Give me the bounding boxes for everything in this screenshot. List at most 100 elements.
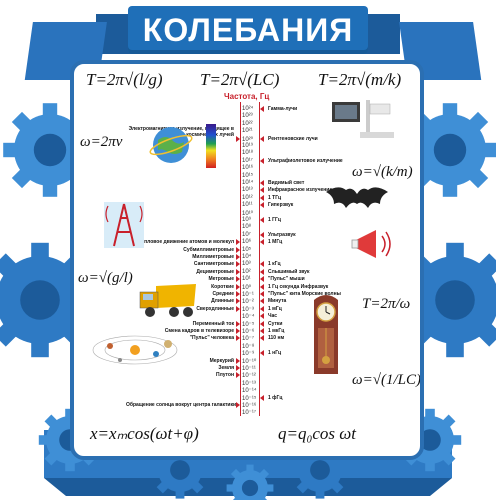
- right-label: Слышимый звук: [268, 268, 310, 275]
- radio-tower-icon: [104, 202, 144, 248]
- marker-arrow: [236, 335, 240, 342]
- marker-arrow: [236, 268, 240, 275]
- right-label: 1 ГГц: [268, 217, 281, 223]
- right-label: Сутки: [268, 320, 283, 327]
- marker-arrow: [260, 180, 264, 186]
- power-label: 10⁻⁹: [242, 351, 255, 358]
- power-label: 10⁹: [242, 217, 252, 223]
- marker-arrow: [236, 254, 240, 260]
- content-board: T=2π√(l/g) T=2π√(LC) T=2π√(m/k) Частота,…: [70, 60, 424, 460]
- power-label: 10¹⁸: [242, 150, 254, 157]
- right-label: Гамма-лучи: [268, 106, 298, 112]
- power-label: 10¹³: [242, 187, 253, 194]
- megaphone-icon: [351, 230, 391, 258]
- marker-arrow: [236, 291, 240, 297]
- power-label: 10⁻⁸: [242, 343, 255, 350]
- marker-arrow: [260, 106, 264, 112]
- gear-icon: [151, 441, 209, 499]
- marker-arrow: [260, 187, 264, 194]
- power-label: 10⁻²: [242, 299, 254, 306]
- marker-arrow: [236, 298, 240, 305]
- marker-arrow: [260, 313, 264, 320]
- right-label: 1 кГц: [268, 261, 281, 268]
- gear-icon: [291, 441, 349, 499]
- marker-arrow: [236, 357, 240, 364]
- page-title: КОЛЕБАНИЯ: [142, 11, 354, 48]
- power-label: 10⁻³: [242, 306, 254, 313]
- gear-icon: [226, 464, 274, 500]
- right-label: 110 нм: [268, 335, 285, 342]
- left-label: Сантиметровые: [193, 261, 234, 268]
- left-label: "Пульс" человека: [189, 335, 234, 342]
- right-label: Час: [268, 313, 278, 320]
- marker-arrow: [236, 261, 240, 268]
- marker-arrow: [260, 217, 264, 223]
- power-label: 10⁻⁴: [242, 314, 255, 321]
- marker-arrow: [260, 239, 264, 246]
- right-label: 1 МГц: [268, 239, 283, 246]
- marker-arrow: [236, 328, 240, 334]
- scale-header: Частота, Гц: [224, 92, 270, 101]
- left-label: Тепловое движение атомов и молекул: [138, 239, 234, 246]
- power-label: 10²²: [242, 120, 253, 127]
- right-label: Гиперзвук: [268, 202, 294, 209]
- left-label: Длинные: [211, 298, 234, 305]
- globe-icon: [149, 127, 193, 163]
- formula-lc-period: T=2π√(LC): [200, 70, 280, 89]
- marker-arrow: [236, 135, 240, 142]
- left-label: Миллиметровые: [192, 254, 234, 260]
- power-label: 10⁻¹: [242, 292, 254, 298]
- power-label: 10¹⁷: [242, 157, 253, 164]
- power-label: 10²³: [242, 113, 253, 120]
- power-label: 10⁻¹¹: [242, 366, 256, 372]
- formula-charge: q=q₀cos ωt: [278, 424, 357, 443]
- left-label: Дециметровые: [196, 268, 234, 275]
- power-label: 10⁷: [242, 231, 251, 238]
- pendulum-clock-icon: [314, 295, 338, 374]
- marker-arrow: [260, 261, 264, 268]
- right-label: Рентгеновские лучи: [268, 135, 318, 142]
- formula-omega-nu: ω=2πν: [80, 134, 123, 150]
- marker-arrow: [260, 135, 264, 142]
- right-label: Ультразвук: [268, 231, 296, 238]
- left-label: Субмиллиметровые: [183, 246, 234, 253]
- marker-arrow: [236, 402, 240, 408]
- formula-pendulum-period: T=2π√(l/g): [86, 70, 163, 89]
- power-label: 10⁻¹⁶: [242, 403, 257, 409]
- marker-arrow: [260, 276, 264, 283]
- marker-arrow: [236, 320, 240, 327]
- left-label: Обращение солнца вокруг центра галактики: [126, 402, 237, 408]
- power-label: 10²: [242, 268, 251, 275]
- formula-omega-pendulum: ω=√(g/l): [78, 270, 133, 286]
- power-label: 10¹⁰: [242, 210, 254, 217]
- left-label: Плутон: [215, 372, 234, 379]
- power-label: 10⁻¹⁵: [242, 395, 257, 402]
- right-label: 1 мГц: [268, 305, 282, 312]
- formula-omega-spring: ω=√(k/m): [352, 164, 413, 180]
- left-label: Короткие: [211, 283, 234, 290]
- right-label: 1 мкГц: [268, 328, 285, 334]
- power-label: 10⁵: [242, 246, 252, 253]
- power-label: 10¹⁶: [242, 165, 254, 172]
- right-label: 1 фГц: [268, 394, 283, 401]
- right-label: 1 ТГц: [268, 194, 282, 201]
- marker-arrow: [260, 202, 264, 209]
- gear-icon: [3, 103, 97, 197]
- power-label: 10²⁴: [242, 106, 254, 112]
- marker-arrow: [236, 239, 240, 246]
- marker-arrow: [236, 246, 240, 253]
- right-label: Видимый свет: [268, 180, 305, 186]
- right-label: "Пульс" мыши: [268, 276, 305, 283]
- marker-arrow: [260, 305, 264, 312]
- gear-icon: [397, 242, 496, 358]
- gear-icon: [0, 242, 98, 358]
- formula-period-omega: T=2π/ω: [362, 296, 411, 312]
- power-label: 10⁻⁵: [242, 321, 255, 328]
- power-label: 10¹⁴: [242, 180, 254, 186]
- power-label: 10⁴: [242, 254, 252, 260]
- power-label: 10⁶: [242, 239, 252, 246]
- marker-arrow: [236, 305, 240, 312]
- power-label: 10⁻¹³: [242, 380, 256, 387]
- formula-displacement: x=xₘcos(ωt+φ): [90, 424, 199, 443]
